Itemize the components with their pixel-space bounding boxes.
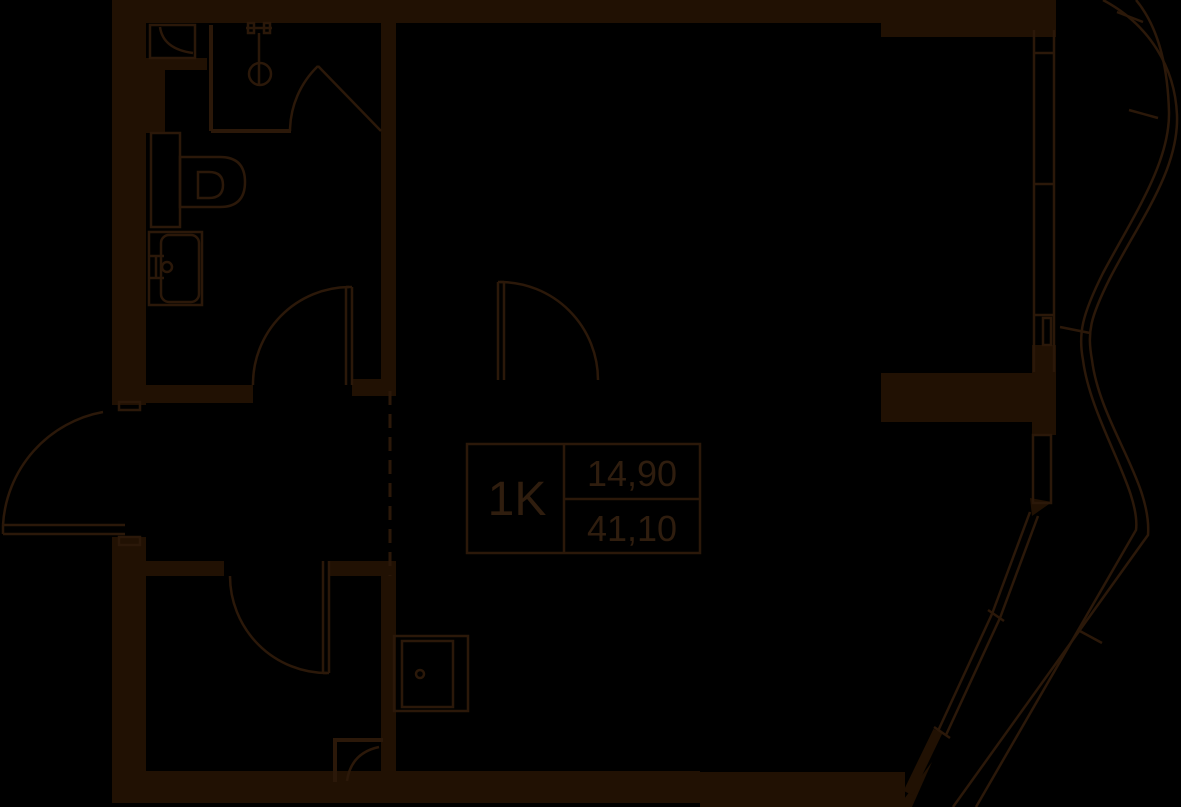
- bathroom-bedroom-wall: [381, 23, 396, 396]
- washer-niche-wall: [112, 58, 207, 70]
- closet-side-wall: [381, 561, 396, 783]
- washing-machine-icon: [148, 23, 197, 60]
- shower-room-door: [288, 65, 382, 132]
- window-pier-right: [881, 373, 1032, 422]
- unit-type-label: 1K: [488, 473, 547, 526]
- left-wall-lower: [112, 537, 146, 803]
- bedroom-window: [1032, 30, 1056, 372]
- bottom-wall-left: [112, 771, 700, 803]
- balcony-curve: [951, 0, 1179, 807]
- bathroom-door: [251, 285, 354, 386]
- living-area-value: 14,90: [587, 453, 677, 494]
- shower-icon: [246, 21, 273, 87]
- bathroom-hall-wall-left: [146, 385, 253, 403]
- duct-pier: [112, 70, 165, 133]
- bathroom-hall-wall-right: [352, 379, 396, 396]
- closet-door: [228, 561, 331, 675]
- bedroom-door: [496, 280, 600, 381]
- top-right-corner: [1032, 0, 1056, 37]
- top-wall-window-pier: [881, 23, 1032, 37]
- closet-wall-right: [330, 561, 396, 576]
- toilet-icon: [178, 155, 247, 209]
- top-wall: [112, 0, 1053, 23]
- sink-icon: [147, 230, 204, 307]
- vent-shaft-icon: [333, 738, 383, 782]
- electrical-panel-icon: [392, 634, 470, 713]
- entry-jamb-top: [117, 400, 142, 412]
- bay-wall-stub: [903, 728, 943, 796]
- inner-walls: [112, 23, 396, 783]
- area-label-box: 1K 14,90 41,10: [465, 442, 702, 555]
- closet-wall-left: [145, 561, 224, 576]
- cistern-duct: [149, 131, 182, 229]
- bay-window: [933, 433, 1053, 740]
- outer-walls: [112, 0, 1056, 807]
- right-wall-strip: [1032, 345, 1056, 435]
- bottom-wall-right: [700, 772, 905, 807]
- shower-room: [209, 21, 382, 133]
- bathroom: [147, 23, 354, 386]
- entry-door: [1, 400, 142, 547]
- entry-jamb-bottom: [117, 535, 142, 547]
- total-area-value: 41,10: [587, 508, 677, 549]
